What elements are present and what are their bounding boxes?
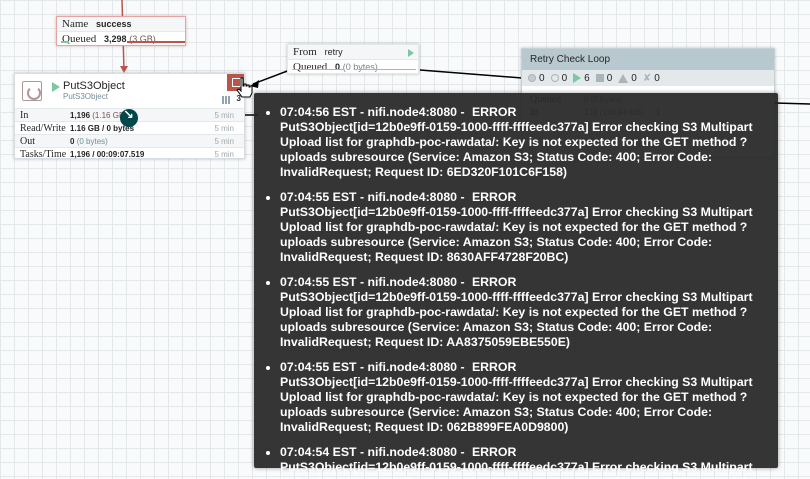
invalid-count: 0 [631,72,637,84]
bulletin-message: PutS3Object[id=12b0e9ff-0159-1000-ffff-f… [280,290,753,349]
transmitting-stat: 0 [528,73,545,84]
stat-value: 0 (0 bytes) [70,135,108,148]
bulletin-time: 07:04:55 EST [280,190,357,204]
connection-label-success[interactable]: Name success Queued 3,298 (3 GB) [56,16,186,46]
running-icon [52,82,60,92]
stat-value-main: 0 [70,137,75,146]
bulletin-level: ERROR [471,190,517,204]
hand-cursor-icon [236,77,253,98]
stat-value: 1.16 GB / 0 bytes [70,124,135,133]
queued-size: (0 bytes) [342,62,378,72]
stopped-stat: 0 [595,72,613,84]
connection-from-value: retry [324,47,343,57]
processor-type: PutS3Object [63,92,108,101]
bulletin-level: ERROR [471,360,517,374]
not-transmitting-count: 0 [561,72,568,84]
stat-value-main: 1,196 [70,111,91,120]
bulletin-message: PutS3Object[id=12b0e9ff-0159-1000-ffff-f… [280,460,753,479]
pg-outgoing-line[interactable] [774,102,810,105]
stat-value: 1,196 (1.16 GB) [70,109,127,122]
running-count: 6 [584,72,590,84]
invalid-stat: 0 [618,73,637,84]
stat-label: Tasks/Time [20,149,67,160]
bulletin-tooltip: 07:04:56 EST - nifi.node4:8080 - ERROR P… [254,93,778,479]
bulletin-item: 07:04:55 EST - nifi.node4:8080 - ERROR P… [266,360,768,435]
bulletin-item: 07:04:55 EST - nifi.node4:8080 - ERROR P… [266,190,768,265]
running-icon [408,49,414,57]
connection-from-row: From retry [288,45,418,60]
stat-time: 5 min [214,111,234,120]
bulletin-time: 07:04:56 EST [280,105,357,119]
bulletin-message: PutS3Object[id=12b0e9ff-0159-1000-ffff-f… [280,205,753,264]
stat-time: 5 min [214,124,234,133]
stat-label: In [20,110,29,121]
connection-queued-row: Queued 3,298 (3 GB) [57,32,185,47]
bulletin-node: nifi.node4:8080 [367,275,458,289]
active-threads-count: 3 [236,94,241,103]
stat-row-tasks-time: Tasks/Time 1,196 / 00:09:07.519 5 min [15,147,244,160]
bulletin-node: nifi.node4:8080 [367,445,458,459]
bulletin-node: nifi.node4:8080 [367,105,458,119]
running-icon [573,73,582,83]
process-group-name: Retry Check Loop [522,49,774,70]
not-transmitting-stat: 0 [550,72,568,84]
bulletin-message: PutS3Object[id=12b0e9ff-0159-1000-ffff-f… [280,120,753,179]
stat-label: Out [20,136,35,147]
from-label: From [293,46,317,58]
stat-value-sub: (1.16 GB) [92,111,127,120]
not-transmitting-icon [550,74,559,82]
bulletin-time: 07:04:54 EST [280,445,357,459]
arrowhead-icon [120,66,128,73]
stat-row-out: Out 0 (0 bytes) 5 min [15,134,244,147]
processor-name: PutS3Object [63,80,125,92]
connection-queued-row: Queued 0 (0 bytes) [288,60,418,75]
queued-count: 0 [334,62,340,72]
queued-size: (3 GB) [129,34,156,44]
bulletin-item: 07:04:56 EST - nifi.node4:8080 - ERROR P… [266,105,768,180]
running-stat: 6 [573,73,590,84]
bulletin-time: 07:04:55 EST [280,275,357,289]
disabled-icon: ✘ [642,72,652,84]
processor-header: PutS3Object PutS3Object 3 [15,74,244,108]
bulletin-item: 07:04:55 EST - nifi.node4:8080 - ERROR P… [266,275,768,350]
queued-count: 3,298 [103,34,127,44]
bulletin-node: nifi.node4:8080 [367,190,458,204]
processor-type-icon [22,81,42,101]
bulletin-message: PutS3Object[id=12b0e9ff-0159-1000-ffff-f… [280,375,753,434]
connection-drag-handle-icon[interactable] [120,108,138,127]
stat-label: Read/Write [20,123,66,134]
name-label: Name [62,18,89,30]
active-threads-icon [222,96,231,104]
bulletin-level: ERROR [471,445,517,459]
queue-progress-bar [290,69,416,72]
connection-label-retry[interactable]: From retry Queued 0 (0 bytes) [287,44,419,74]
stat-value: 1,196 / 00:09:07.519 [70,150,145,159]
stat-time: 5 min [214,137,234,146]
bulletin-item: 07:04:54 EST - nifi.node4:8080 - ERROR P… [266,445,768,479]
bulletin-node: nifi.node4:8080 [367,360,458,374]
stopped-icon [595,74,604,82]
connection-name: success [96,19,132,29]
bulletin-level: ERROR [471,105,517,119]
bulletin-level: ERROR [471,275,517,289]
stat-value-sub: (0 bytes) [76,137,108,146]
bulletin-time: 07:04:55 EST [280,360,357,374]
retry-connection-line-in[interactable] [252,69,291,85]
bulletin-list: 07:04:56 EST - nifi.node4:8080 - ERROR P… [266,105,768,479]
disabled-count: 0 [654,72,660,84]
disabled-stat: ✘0 [643,73,660,84]
queued-label: Queued [62,33,97,45]
warning-icon [618,73,629,83]
retry-connection-line-out[interactable] [419,69,523,79]
connection-name-row: Name success [57,17,185,32]
stopped-count: 0 [606,72,613,84]
queued-label: Queued [293,61,328,73]
transmitting-count: 0 [539,72,545,84]
queue-progress-bar [59,41,185,44]
process-group-status-bar: 0 0 6 0 0 ✘0 [522,70,774,86]
stat-time: 5 min [214,150,234,159]
transmitting-icon [528,74,536,82]
